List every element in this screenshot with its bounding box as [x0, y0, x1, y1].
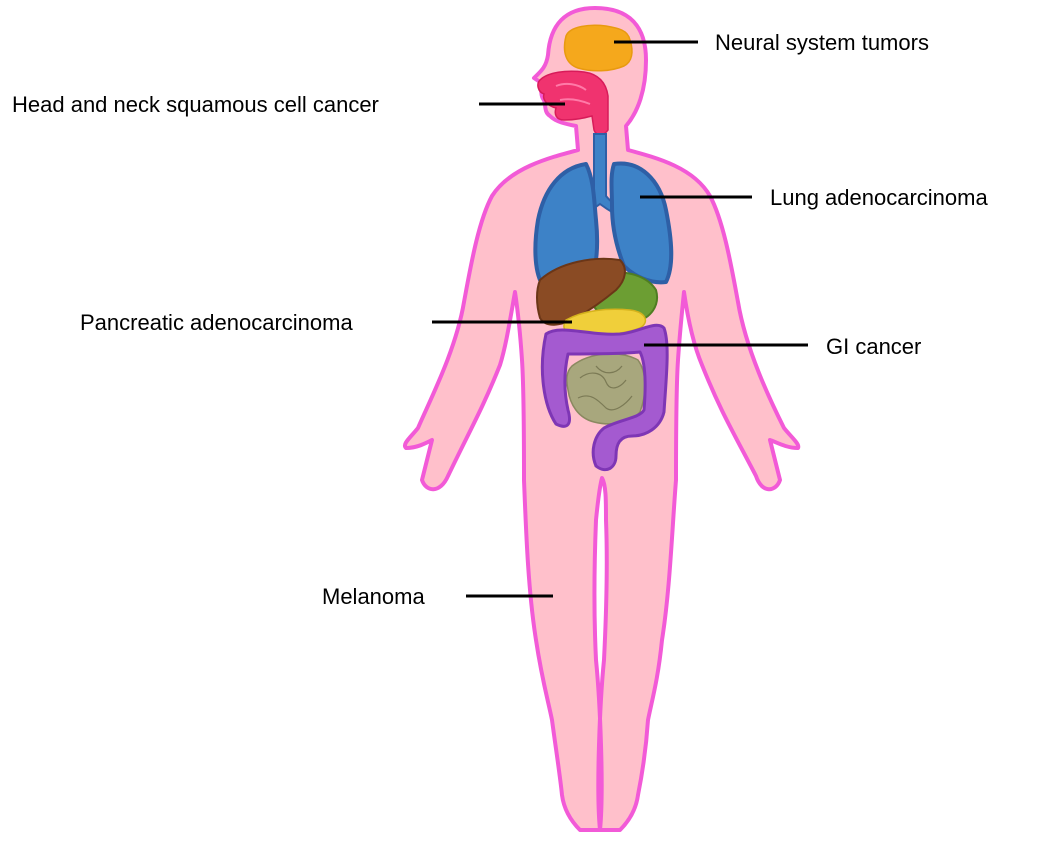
label-melanoma: Melanoma — [322, 584, 425, 609]
label-gi-cancer: GI cancer — [826, 334, 921, 359]
brain-icon — [565, 25, 633, 70]
small-intestine-icon — [567, 354, 645, 424]
label-neural-system-tumors: Neural system tumors — [715, 30, 929, 55]
label-head-and-neck-cancer: Head and neck squamous cell cancer — [12, 92, 379, 117]
label-lung-adenocarcinoma: Lung adenocarcinoma — [770, 185, 988, 210]
label-pancreatic-adenocarcinoma: Pancreatic adenocarcinoma — [80, 310, 353, 335]
